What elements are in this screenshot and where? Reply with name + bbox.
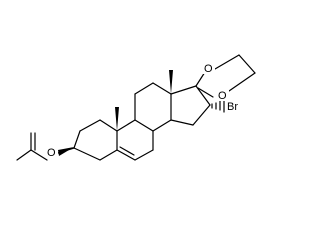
stereo-wedge-c10-methyl bbox=[115, 107, 119, 131]
acetate-group bbox=[16, 132, 75, 161]
label-bg-o-lower bbox=[217, 87, 229, 101]
label-bg-o-ester bbox=[46, 144, 58, 158]
bond-c9-c8 bbox=[134, 119, 154, 132]
bond-ch2-o-lower bbox=[228, 72, 256, 92]
bond-c1-c10 bbox=[99, 119, 118, 132]
bond-c11-c12 bbox=[134, 82, 154, 95]
ring-b bbox=[116, 119, 154, 161]
bond-ch2-ch2 bbox=[238, 54, 256, 74]
bond-c7-c6 bbox=[134, 149, 154, 161]
bond-c13-c17 bbox=[170, 85, 197, 95]
atom-o-ester: O bbox=[47, 147, 56, 159]
bond-c10-c9 bbox=[116, 119, 136, 132]
ring-a bbox=[73, 119, 118, 161]
ring-d bbox=[170, 85, 211, 126]
stereo-wedge-c3 bbox=[58, 147, 74, 156]
bond-c6-c5 bbox=[116, 149, 136, 161]
bond-o-upper-ch2 bbox=[214, 54, 240, 70]
bond-c3-c2 bbox=[73, 130, 81, 149]
bond-c4-c3 bbox=[73, 147, 101, 161]
bond-c17-o-upper bbox=[195, 71, 206, 87]
atom-o-dioxolane-upper: O bbox=[204, 63, 213, 75]
bond-methyl-carbonyl bbox=[16, 149, 32, 161]
bond-c14-c8 bbox=[152, 119, 172, 132]
bond-c16-c15 bbox=[192, 104, 211, 126]
dioxolane-ring bbox=[195, 54, 256, 98]
chemical-structure-diagram: O O O Br bbox=[16, 54, 256, 161]
label-bg-br bbox=[226, 98, 246, 112]
bond-c2-c1 bbox=[79, 119, 101, 132]
atom-o-dioxolane-lower: O bbox=[218, 90, 227, 102]
bond-c17-c16 bbox=[195, 85, 211, 106]
molecule-drawing: O O O Br bbox=[16, 54, 256, 161]
ring-c bbox=[134, 82, 172, 132]
label-bg-o-upper bbox=[203, 60, 215, 74]
bond-c5-c6-double bbox=[119, 146, 135, 156]
bond-c12-c13 bbox=[152, 82, 172, 95]
stereo-wedge-c13-methyl bbox=[169, 70, 173, 94]
bond-c15-c14 bbox=[170, 119, 194, 126]
bond-c17-o-lower bbox=[197, 87, 214, 98]
stereo-hash-c16-br bbox=[211, 99, 225, 113]
atom-br: Br bbox=[227, 101, 238, 113]
bond-carbonyl-ester-o bbox=[30, 149, 48, 161]
bond-c5-c4 bbox=[99, 149, 118, 161]
